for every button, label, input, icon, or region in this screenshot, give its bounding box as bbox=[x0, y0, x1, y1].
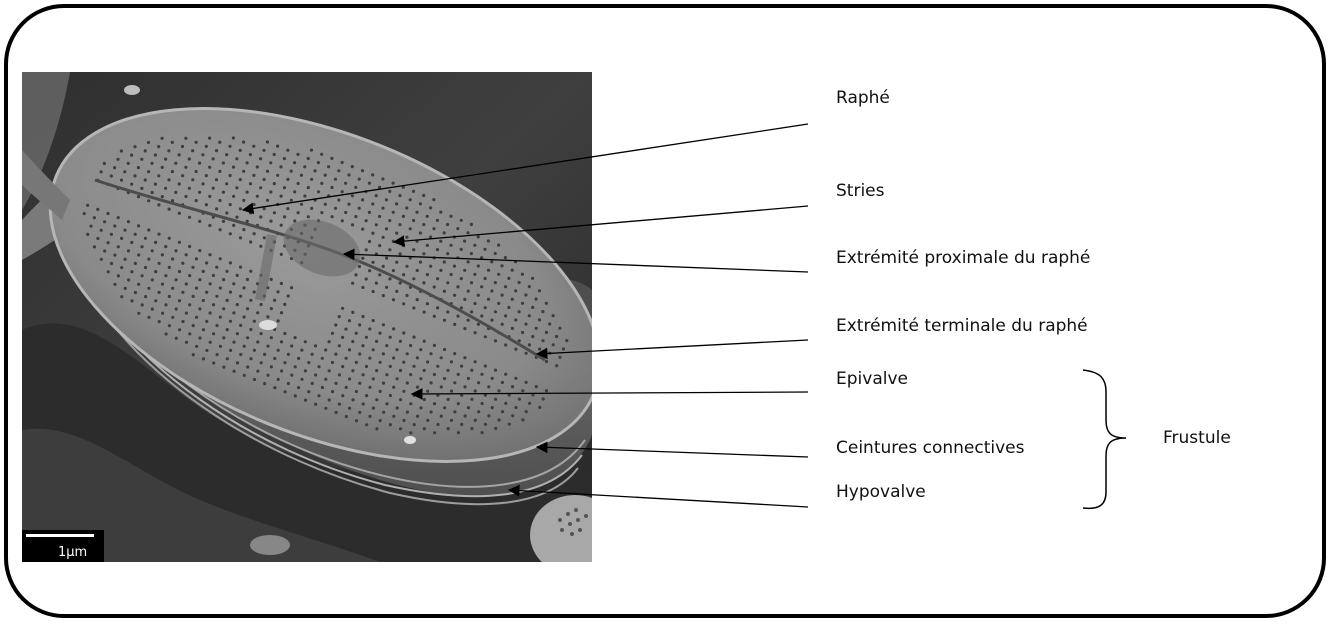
label-frustule: Frustule bbox=[1163, 428, 1231, 448]
label-hypovalve: Hypovalve bbox=[836, 482, 926, 502]
label-extremite-terminale: Extrémité terminale du raphé bbox=[836, 316, 1088, 336]
scale-bar-label: 1µm bbox=[58, 545, 87, 560]
label-ceintures: Ceintures connectives bbox=[836, 438, 1024, 458]
label-epivalve: Epivalve bbox=[836, 369, 908, 389]
label-extremite-proximale: Extrémité proximale du raphé bbox=[836, 248, 1090, 268]
label-stries: Stries bbox=[836, 181, 885, 201]
label-raphe: Raphé bbox=[836, 88, 890, 108]
sem-micrograph bbox=[0, 37, 650, 575]
